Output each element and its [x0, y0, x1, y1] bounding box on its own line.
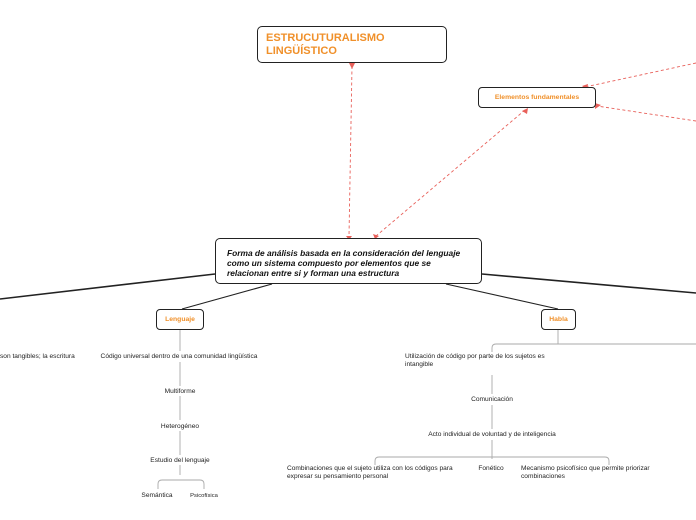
central-text: Forma de análisis basada en la considera… [227, 248, 461, 278]
left-clipped-text[interactable]: son tangibles; la escritura [0, 353, 75, 360]
combinaciones-text[interactable]: Combinaciones que el sujeto utiliza con … [287, 465, 453, 480]
link-elementos-central [375, 109, 526, 237]
estudio-lenguaje-text[interactable]: Estudio del lenguaje [150, 457, 210, 464]
acto-individual-text[interactable]: Acto individual de voluntad y de intelig… [428, 431, 556, 438]
elementos-text: Elementos fundamentales [494, 94, 580, 101]
arrow-head-title [349, 63, 355, 69]
link-title-central [348, 65, 353, 237]
branch-habla [445, 283, 559, 310]
lenguaje-text: Lenguaje [165, 316, 195, 323]
central-node[interactable]: Forma de análisis basada en la considera… [215, 238, 482, 284]
title-node[interactable]: ESTRUCUTURALISMO LINGÜÍSTICO [257, 26, 447, 63]
arrow-head-elementos-low [522, 108, 528, 114]
bracket-estudio-children [157, 479, 205, 489]
branch-right-main [481, 273, 696, 294]
title-text: ESTRUCUTURALISMO LINGÜÍSTICO [266, 32, 385, 57]
codigo-universal-text[interactable]: Código universal dentro de una comunidad… [100, 353, 258, 360]
link-offscreen-elementos-top [584, 62, 696, 88]
bracket-habla-top [491, 343, 696, 352]
psicofisica-text[interactable]: Psicofísica [190, 493, 218, 499]
mecanismo-text[interactable]: Mecanismo psicofísico que permite priori… [521, 465, 650, 480]
comunicacion-text[interactable]: Comunicación [471, 396, 513, 403]
bracket-acto-children [374, 456, 610, 465]
semantica-text[interactable]: Semántica [141, 492, 173, 499]
multiforme-text[interactable]: Multiforme [164, 388, 196, 395]
lenguaje-node[interactable]: Lenguaje [156, 309, 204, 330]
elementos-node[interactable]: Elementos fundamentales [478, 87, 596, 108]
habla-text: Habla [549, 316, 568, 323]
heterogeneo-text[interactable]: Heterogéneo [160, 423, 200, 430]
habla-node[interactable]: Habla [541, 309, 576, 330]
arrow-head-central-right [373, 234, 379, 239]
link-offscreen-elementos-bottom [596, 105, 696, 122]
utilizacion-codigo-text[interactable]: Utilización de código por parte de los s… [405, 353, 545, 368]
branch-left-main [0, 273, 216, 300]
fonetico-text[interactable]: Fonético [478, 465, 504, 472]
branch-lenguaje [181, 283, 273, 310]
arrow-head-elementos-bottom [595, 103, 601, 109]
